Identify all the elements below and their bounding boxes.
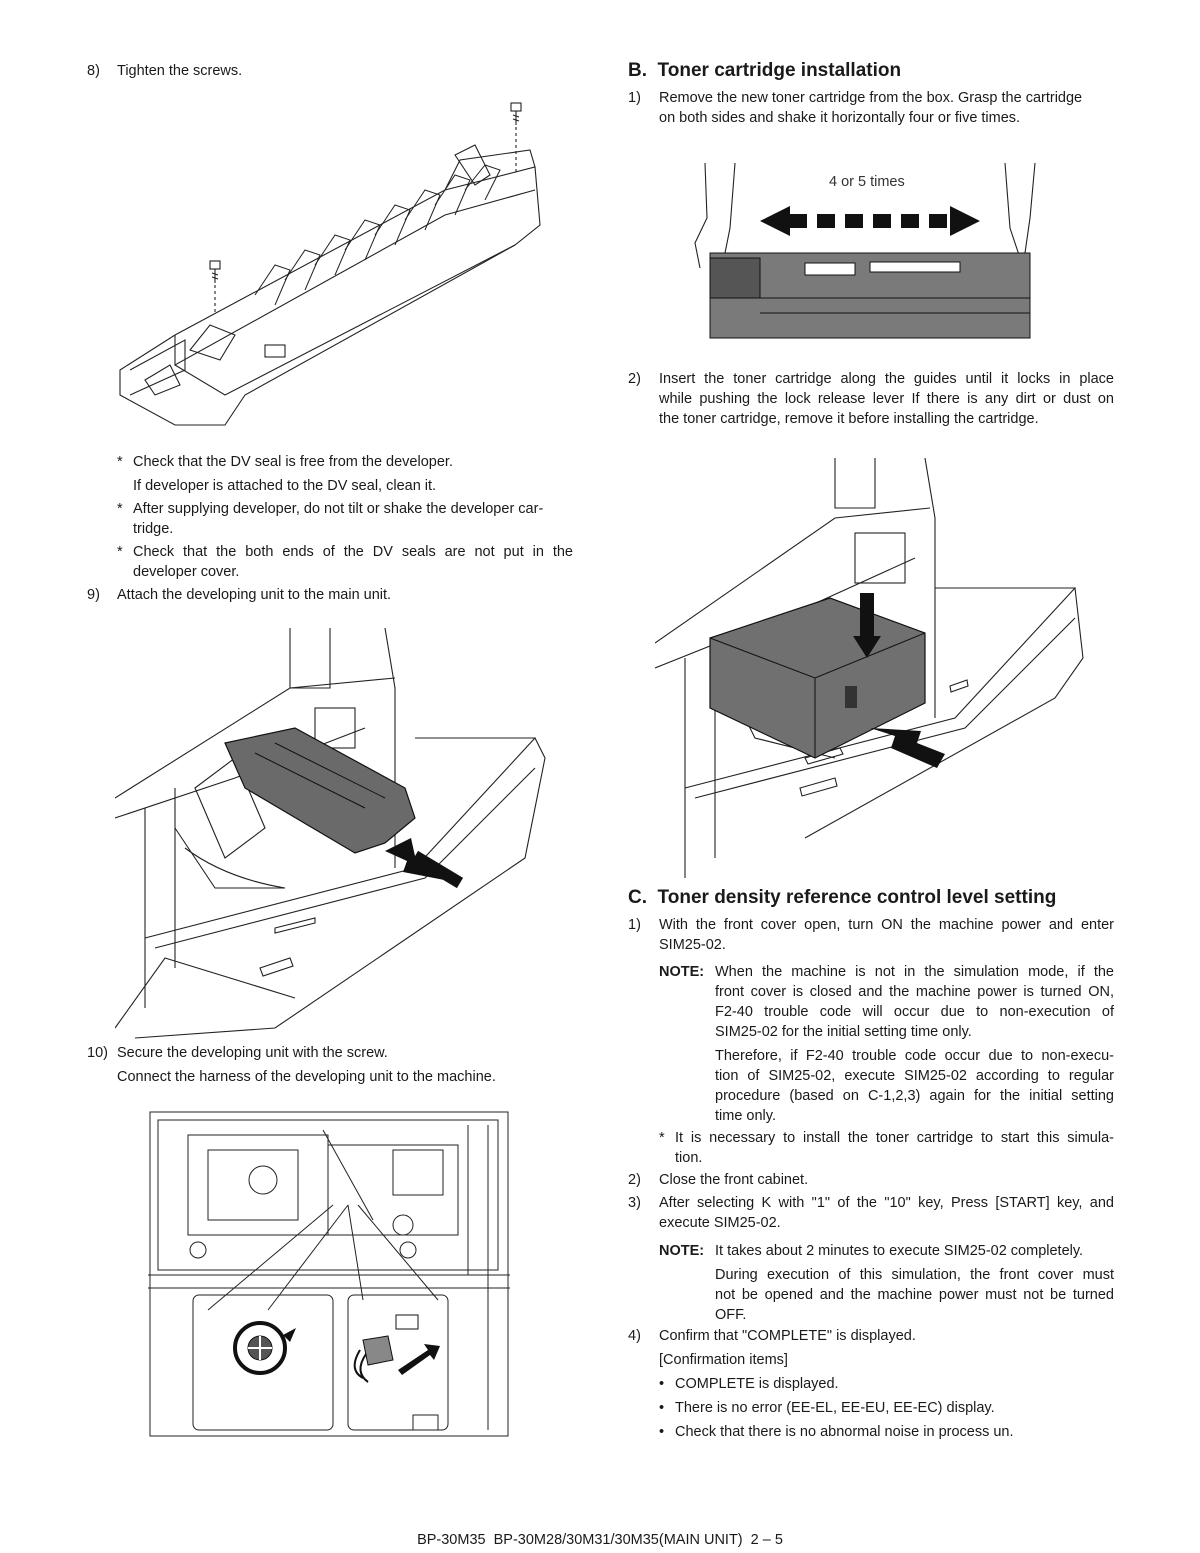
rotate-arrow-icon: [283, 1328, 296, 1342]
step-text: while pushing the lock release lever If …: [659, 391, 1114, 407]
step-text: With the front cover open, turn ON the m…: [659, 917, 1114, 933]
note-line: tion of SIM25-02, execute SIM25-02 accor…: [715, 1068, 1114, 1084]
connect-arrow-icon: [398, 1344, 440, 1375]
shake-count-label: 4 or 5 times: [829, 174, 905, 190]
step-number: 2): [628, 1172, 641, 1188]
confirmation-list: •COMPLETE is displayed. •There is no err…: [659, 1376, 1014, 1440]
note-block-2: NOTE: It takes about 2 minutes to execut…: [659, 1241, 1114, 1327]
note-line: front cover is closed and the machine po…: [715, 984, 1114, 1000]
step-c4: 4) Confirm that "COMPLETE" is displayed.: [628, 1326, 1114, 1346]
step-text: Connect the harness of the developing un…: [117, 1069, 496, 1085]
note-line: Check that the DV seal is free from the …: [133, 454, 453, 470]
step-number: 1): [628, 917, 641, 933]
step-number: 9): [87, 587, 100, 603]
step-text: Secure the developing unit with the scre…: [117, 1045, 388, 1061]
developing-unit-screws-figure: [119, 102, 541, 426]
note-line: time only.: [715, 1108, 776, 1124]
asterisk: *: [117, 454, 123, 470]
step-9: 9) Attach the developing unit to the mai…: [87, 585, 577, 605]
note-line: It takes about 2 minutes to execute SIM2…: [715, 1243, 1084, 1259]
screw-harness-figure: [148, 1111, 510, 1437]
list-item-text: COMPLETE is displayed.: [675, 1376, 839, 1392]
step-10: 10) Secure the developing unit with the …: [87, 1043, 577, 1087]
note-line: OFF.: [715, 1307, 747, 1323]
page-footer: BP-30M35 BP-30M28/30M31/30M35(MAIN UNIT)…: [417, 1532, 783, 1548]
step-text: execute SIM25-02.: [659, 1215, 781, 1231]
step-c2: 2) Close the front cabinet.: [628, 1170, 1114, 1190]
step-number: 8): [87, 63, 100, 79]
note-line: SIM25-02 for the initial setting time on…: [715, 1024, 972, 1040]
step-text: the toner cartridge, remove it before in…: [659, 411, 1039, 427]
step-8: 8) Tighten the screws.: [87, 61, 577, 81]
note-block-1: NOTE: When the machine is not in the sim…: [659, 962, 1114, 1127]
note-line: tion.: [675, 1150, 703, 1166]
note-line: If developer is attached to the DV seal,…: [133, 478, 437, 494]
note-label: NOTE:: [659, 964, 705, 980]
step-c3: 3) After selecting K with "1" of the "10…: [628, 1193, 1114, 1237]
note-line: When the machine is not in the simulatio…: [715, 964, 1114, 980]
attach-developing-unit-figure: [115, 628, 546, 1039]
screw-icon: [510, 102, 522, 125]
cartridge-required-note: * It is necessary to install the toner c…: [659, 1128, 1114, 1168]
asterisk: *: [117, 501, 123, 517]
note-line: tridge.: [133, 521, 174, 537]
insert-cartridge-figure: [655, 458, 1084, 878]
step-text: Remove the new toner cartridge from the …: [659, 90, 1083, 106]
note-line: developer cover.: [133, 564, 240, 580]
step-b1: 1) Remove the new toner cartridge from t…: [628, 88, 1114, 132]
developing-unit-shape: [224, 727, 416, 854]
down-arrow-icon: [853, 636, 881, 658]
step-text: Close the front cabinet.: [659, 1172, 809, 1188]
note-line: procedure (based on C-1,2,3) again for t…: [715, 1088, 1114, 1104]
note-line: not be opened and the machine power must…: [715, 1287, 1114, 1303]
insert-arrow-icon: [870, 728, 945, 768]
shake-cartridge-figure: 4 or 5 times: [685, 158, 1045, 358]
screw-icon: [209, 260, 221, 283]
step-number: 3): [628, 1195, 641, 1211]
step-b2: 2) Insert the toner cartridge along the …: [628, 369, 1114, 433]
step-number: 10): [87, 1045, 108, 1061]
step-text: Insert the toner cartridge along the gui…: [659, 371, 1114, 387]
list-item-text: There is no error (EE-EL, EE-EU, EE-EC) …: [675, 1400, 995, 1416]
note-label: NOTE:: [659, 1243, 705, 1259]
note-line: It is necessary to install the toner car…: [675, 1130, 1114, 1146]
asterisk: *: [659, 1130, 665, 1146]
step-text: Confirm that "COMPLETE" is displayed.: [659, 1328, 916, 1344]
note-line: Therefore, if F2-40 trouble code occur d…: [715, 1048, 1114, 1064]
section-b-title: B. Toner cartridge installation: [628, 60, 902, 81]
note-line: After supplying developer, do not tilt o…: [133, 501, 544, 517]
note-line: During execution of this simulation, the…: [715, 1267, 1114, 1283]
step-text: Attach the developing unit to the main u…: [117, 587, 392, 603]
step-text: on both sides and shake it horizontally …: [659, 110, 1021, 126]
left-arrow-icon: [760, 206, 790, 236]
confirmation-header: [Confirmation items]: [659, 1352, 788, 1368]
note-line: Check that the both ends of the DV seals…: [133, 544, 573, 560]
asterisk: *: [117, 544, 123, 560]
step-number: 4): [628, 1328, 641, 1344]
step-number: 1): [628, 90, 641, 106]
note-line: F2-40 trouble code will occur due to non…: [715, 1004, 1114, 1020]
step-number: 2): [628, 371, 641, 387]
step-text: Tighten the screws.: [117, 63, 243, 79]
right-arrow-icon: [950, 206, 980, 236]
step-text: SIM25-02.: [659, 937, 726, 953]
list-item-text: Check that there is no abnormal noise in…: [675, 1424, 1014, 1440]
step-text: After selecting K with "1" of the "10" k…: [659, 1195, 1114, 1211]
step-c1: 1) With the front cover open, turn ON th…: [628, 915, 1114, 959]
section-c-title: C. Toner density reference control level…: [628, 887, 1057, 908]
